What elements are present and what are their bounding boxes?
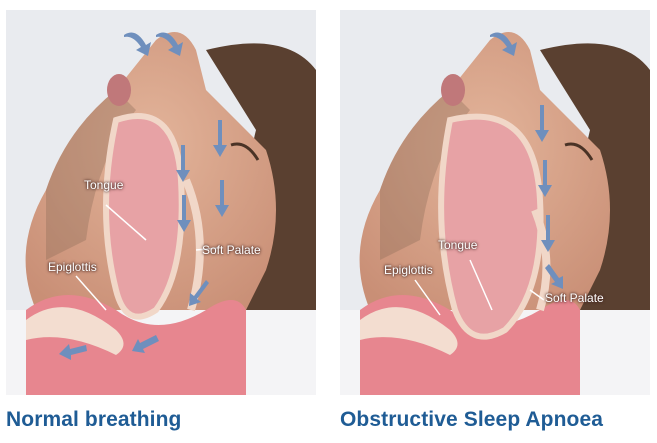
head-cross-section — [340, 10, 650, 395]
tongue — [441, 117, 540, 337]
normal-breathing-caption: Normal breathing — [6, 408, 181, 432]
tongue-label: Tongue — [438, 238, 477, 252]
airflow-arrow-icon — [124, 33, 151, 56]
epiglottis-label: Epiglottis — [48, 260, 97, 274]
head-cross-section — [6, 10, 316, 395]
tongue — [106, 116, 182, 317]
sleep-apnoea-illustration: Tongue Soft Palate Epiglottis — [340, 10, 650, 395]
soft-palate-label: Soft Palate — [545, 291, 604, 305]
lips — [107, 74, 131, 106]
sleep-apnoea-caption: Obstructive Sleep Apnoea — [340, 408, 603, 432]
epiglottis-label: Epiglottis — [384, 263, 433, 277]
lips — [441, 74, 465, 106]
normal-breathing-illustration: Tongue Soft Palate Epiglottis — [6, 10, 316, 395]
soft-palate-label: Soft Palate — [202, 243, 261, 257]
tongue-label: Tongue — [84, 178, 123, 192]
